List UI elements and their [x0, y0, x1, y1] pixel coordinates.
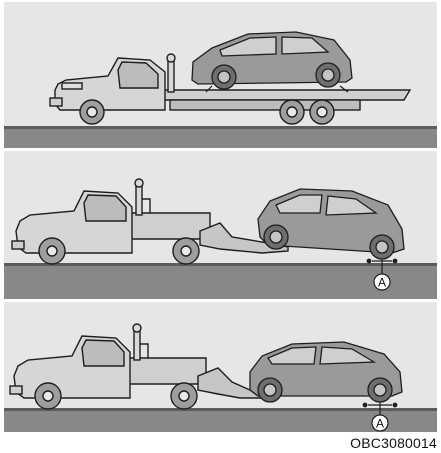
callout-label: A	[376, 417, 384, 431]
panel-flatbed	[0, 0, 441, 148]
truck-rear-wheel-1	[280, 100, 304, 124]
panel-wheel-lift-rear: A	[0, 300, 441, 432]
figure-code: OBC3080014	[350, 434, 437, 452]
road	[4, 126, 437, 148]
road	[4, 263, 437, 299]
panel-wheel-lift-front: A	[0, 149, 441, 299]
callout-label: A	[378, 276, 386, 290]
truck-front-wheel	[80, 100, 104, 124]
truck-rear-wheel-2	[310, 100, 334, 124]
